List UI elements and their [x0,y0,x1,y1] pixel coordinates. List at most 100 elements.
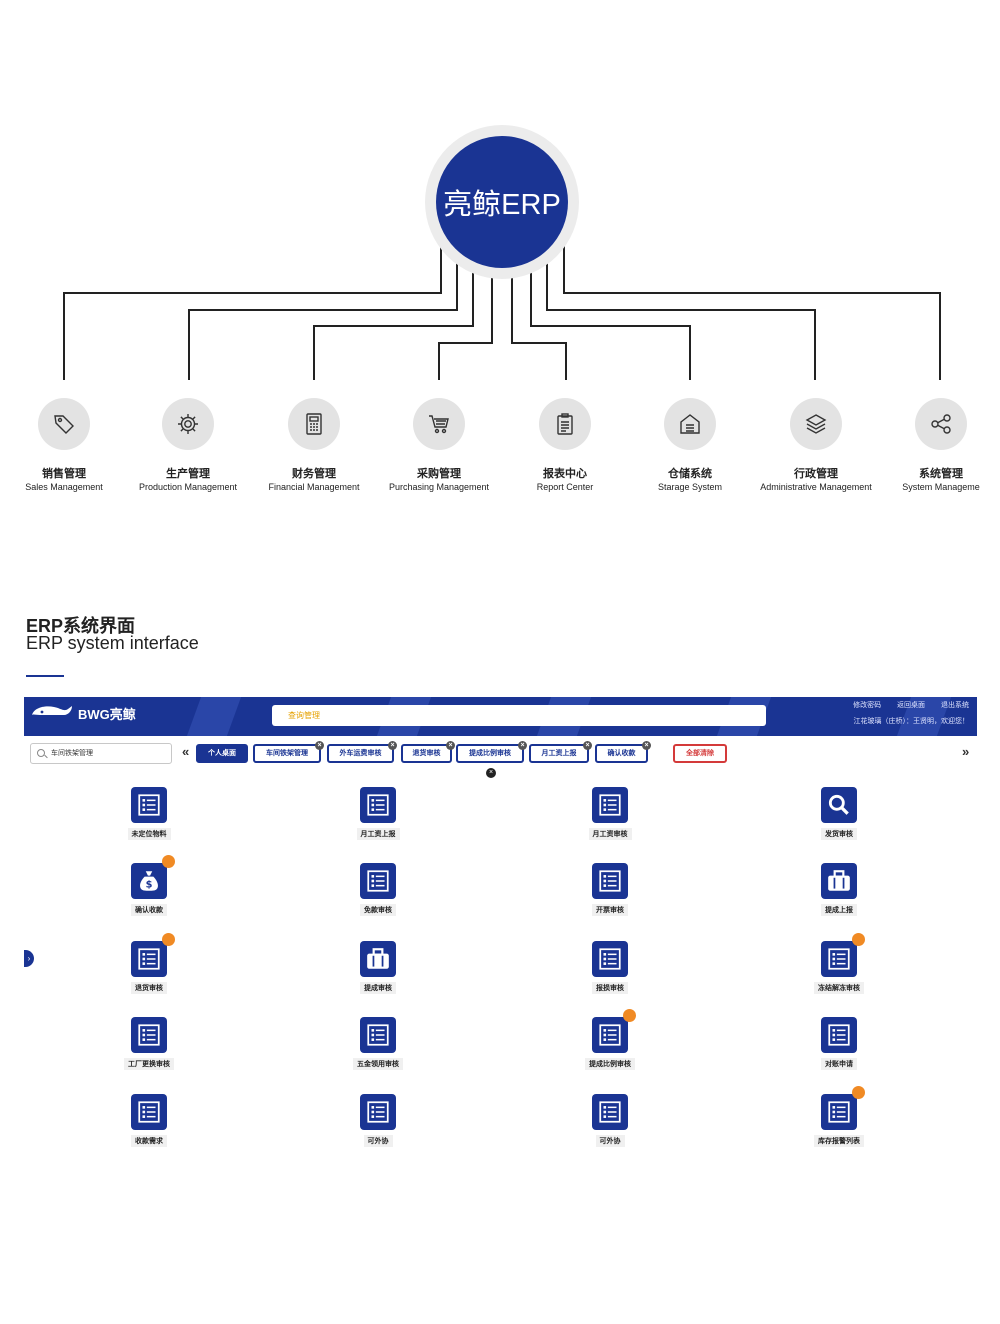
app-label: 提成比例审核 [585,1058,635,1070]
module-title: 生产管理 [166,468,210,480]
gear-icon [162,398,214,450]
tab-freight-review[interactable]: 外车运费审核 × [327,741,397,763]
tab-label: 外车运费审核 [339,750,382,757]
module-sales: 销售管理 Sales Management [0,398,139,493]
back-to-desktop-link[interactable]: 返回桌面 [897,702,926,709]
app-tile[interactable]: 提成比例审核 [570,1009,650,1071]
module-subtitle: Starage System [657,482,723,492]
app-tile[interactable]: 对账申请 [799,1017,879,1071]
list-icon [592,863,628,899]
app-tile[interactable]: 收款需求 [109,1094,189,1148]
tab-label: 月工资上报 [541,750,577,757]
clear-all-button[interactable]: 全部清除 [673,744,727,763]
list-icon [131,1017,167,1053]
app-label: 开票审核 [592,904,628,916]
app-tile[interactable]: 库存报警列表 [799,1086,879,1148]
module-subtitle: Sales Management [25,482,103,492]
list-icon [360,863,396,899]
close-icon[interactable]: × [315,741,324,750]
section-title-en: ERP system interface [26,633,199,653]
list-icon [592,787,628,823]
erp-logo[interactable]: BWG亮鲸 [30,701,136,725]
list-icon [821,1017,857,1053]
menu-search-input[interactable]: 车间铁架管理 [30,743,172,764]
tab-personal-desktop[interactable]: 个人桌面 [196,744,248,763]
notification-badge [852,933,865,946]
app-label: 报损审核 [592,982,628,994]
app-label: 可外协 [363,1135,393,1147]
module-subtitle: Purchasing Management [388,482,490,492]
change-password-link[interactable]: 修改密码 [853,702,882,709]
money-bag-icon: $ [131,855,175,899]
app-label: 五金领用审核 [353,1058,403,1070]
logo-text: BWG亮鲸 [78,706,136,722]
list-icon [131,1094,167,1130]
hub-label: 亮鲸ERP [443,189,561,221]
app-tile[interactable]: 未定位物料 [109,787,189,841]
module-subtitle: Administrative Management [760,482,872,492]
tab-monthly-salary[interactable]: 月工资上报 × [529,741,592,763]
org-tree-connectors [63,246,941,380]
module-title: 行政管理 [794,468,838,480]
app-tile[interactable]: 冻结解冻审核 [799,933,879,995]
notification-badge [162,933,175,946]
list-icon [360,787,396,823]
warehouse-icon [664,398,716,450]
app-tile[interactable]: 月工资上报 [338,787,418,841]
briefcase-icon [360,941,396,977]
app-label: 月工资上报 [356,828,400,840]
app-label: 免款审核 [360,904,396,916]
list-icon [360,1017,396,1053]
clear-all-label: 全部清除 [686,750,714,757]
tabs-prev-arrow[interactable]: « [182,744,190,759]
module-title: 销售管理 [42,468,86,480]
user-greeting: 江花玻璃（庄桥）：王贤明，欢迎您！ [853,718,970,725]
app-tile[interactable]: 免款审核 [338,863,418,917]
close-icon[interactable]: × [583,741,592,750]
app-tile[interactable]: 发货审核 [799,787,879,841]
close-icon[interactable]: × [446,741,455,750]
list-icon [131,787,167,823]
close-icon[interactable]: × [388,741,397,750]
app-tile[interactable]: 提成审核 [338,941,418,995]
module-production: 生产管理 Production Management [113,398,263,493]
global-search-input[interactable]: 查询管理 [272,705,766,726]
app-tile[interactable]: 五金领用审核 [338,1017,418,1071]
app-tile[interactable]: 开票审核 [570,863,650,917]
app-tile[interactable]: 工厂更换审核 [109,1017,189,1071]
sidebar-toggle-button[interactable]: › [24,950,34,967]
module-subtitle: Report Center [536,482,594,492]
close-icon[interactable]: × [642,741,651,750]
svg-text:$: $ [146,880,153,891]
app-tile[interactable]: 可外协 [338,1094,418,1148]
tab-label: 确认收款 [607,750,636,757]
notification-badge [852,1086,865,1099]
app-tile[interactable]: 报损审核 [570,941,650,995]
app-tile[interactable]: $ 确认收款 [109,855,189,917]
tab-return-review[interactable]: 退货审核× [401,741,455,763]
tab-confirm-payment[interactable]: 确认收款 × [595,741,651,763]
search-icon [37,749,45,757]
app-label: 冻结解冻审核 [814,982,864,994]
menu-search-value: 车间铁架管理 [51,750,93,757]
close-icon[interactable]: × [486,768,496,778]
logout-link[interactable]: 退出系统 [941,702,969,709]
app-tile[interactable]: 提成上报 [799,863,879,917]
app-tile[interactable]: 月工资审核 [570,787,650,841]
module-title: 采购管理 [417,468,461,480]
app-label: 提成审核 [360,982,396,994]
app-tile[interactable]: 可外协 [570,1094,650,1148]
app-label: 确认收款 [131,904,167,916]
module-title: 报表中心 [543,468,587,480]
list-icon [131,933,175,977]
app-label: 对账申请 [821,1058,857,1070]
list-icon [821,1086,865,1130]
tab-commission-ratio[interactable]: 提成比例审核× [456,741,527,763]
tabs-next-arrow[interactable]: » [962,744,970,759]
section-underline [26,675,64,677]
app-tile[interactable]: 退货审核 [109,933,189,995]
erp-top-bar: BWG亮鲸 查询管理 修改密码 返回桌面 退出系统 江花玻璃（庄桥）：王贤明，欢… [24,697,977,736]
tab-workshop-rack[interactable]: 车间铁架管理× [253,741,324,763]
close-icon[interactable]: × [518,741,527,750]
list-icon [592,1009,636,1053]
